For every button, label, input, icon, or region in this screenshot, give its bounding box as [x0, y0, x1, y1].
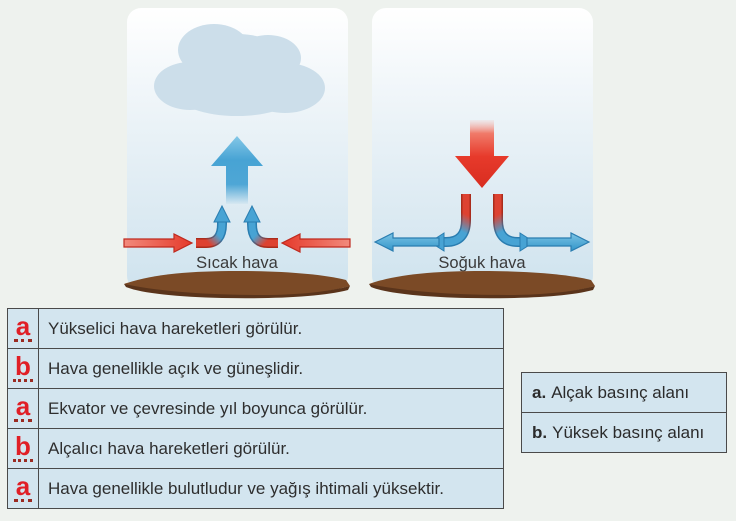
downdraft-arrow-icon — [455, 120, 509, 188]
table-row: a Hava genellikle bulutludur ve yağış ih… — [7, 468, 504, 509]
statement-text: Hava genellikle bulutludur ve yağış ihti… — [38, 468, 504, 509]
inflow-arrow-right-icon — [280, 233, 351, 253]
table-row: a Yükselici hava hareketleri görülür. — [7, 308, 504, 349]
outflow-arrow-left-icon — [373, 232, 440, 252]
table-row: b Hava genellikle açık ve güneşlidir. — [7, 348, 504, 389]
table-row: a Ekvator ve çevresinde yıl boyunca görü… — [7, 388, 504, 429]
statement-text: Yükselici hava hareketleri görülür. — [38, 308, 504, 349]
answer-slot: a — [7, 388, 39, 429]
statement-text: Ekvator ve çevresinde yıl boyunca görülü… — [38, 388, 504, 429]
answer-letter: b — [13, 351, 33, 382]
cold-air-panel: Soğuk hava — [369, 8, 595, 299]
answer-letter: a — [13, 391, 33, 422]
cold-air-label: Soğuk hava — [438, 254, 526, 272]
legend-item-high-pressure: b. Yüksek basınç alanı — [522, 412, 726, 452]
ground-icon — [369, 271, 595, 299]
ground-icon — [124, 271, 350, 299]
legend-box: a. Alçak basınç alanı b. Yüksek basınç a… — [521, 372, 727, 453]
answer-slot: a — [7, 308, 39, 349]
updraft-arrow-icon — [211, 136, 263, 204]
answer-letter: a — [13, 311, 33, 342]
answer-letter: a — [13, 471, 33, 502]
legend-label: Yüksek basınç alanı — [552, 422, 705, 442]
diverging-curved-arrows-icon — [429, 194, 535, 252]
answer-letter: b — [13, 431, 33, 462]
legend-label: Alçak basınç alanı — [551, 382, 690, 402]
statement-text: Alçalıcı hava hareketleri görülür. — [38, 428, 504, 469]
outflow-arrow-right-icon — [526, 232, 591, 252]
cloud-icon — [154, 24, 325, 116]
legend-key: a. — [532, 382, 547, 402]
hot-air-panel: Sıcak hava — [123, 8, 351, 299]
statements-table: a Yükselici hava hareketleri görülür. b … — [7, 308, 504, 509]
answer-slot: b — [7, 428, 39, 469]
inflow-arrow-left-icon — [123, 233, 194, 253]
legend-key: b. — [532, 422, 548, 442]
answer-slot: b — [7, 348, 39, 389]
hot-air-label: Sıcak hava — [196, 254, 278, 272]
legend-item-low-pressure: a. Alçak basınç alanı — [522, 373, 726, 412]
answer-slot: a — [7, 468, 39, 509]
statement-text: Hava genellikle açık ve güneşlidir. — [38, 348, 504, 389]
converging-curved-arrows-icon — [196, 204, 278, 248]
table-row: b Alçalıcı hava hareketleri görülür. — [7, 428, 504, 469]
